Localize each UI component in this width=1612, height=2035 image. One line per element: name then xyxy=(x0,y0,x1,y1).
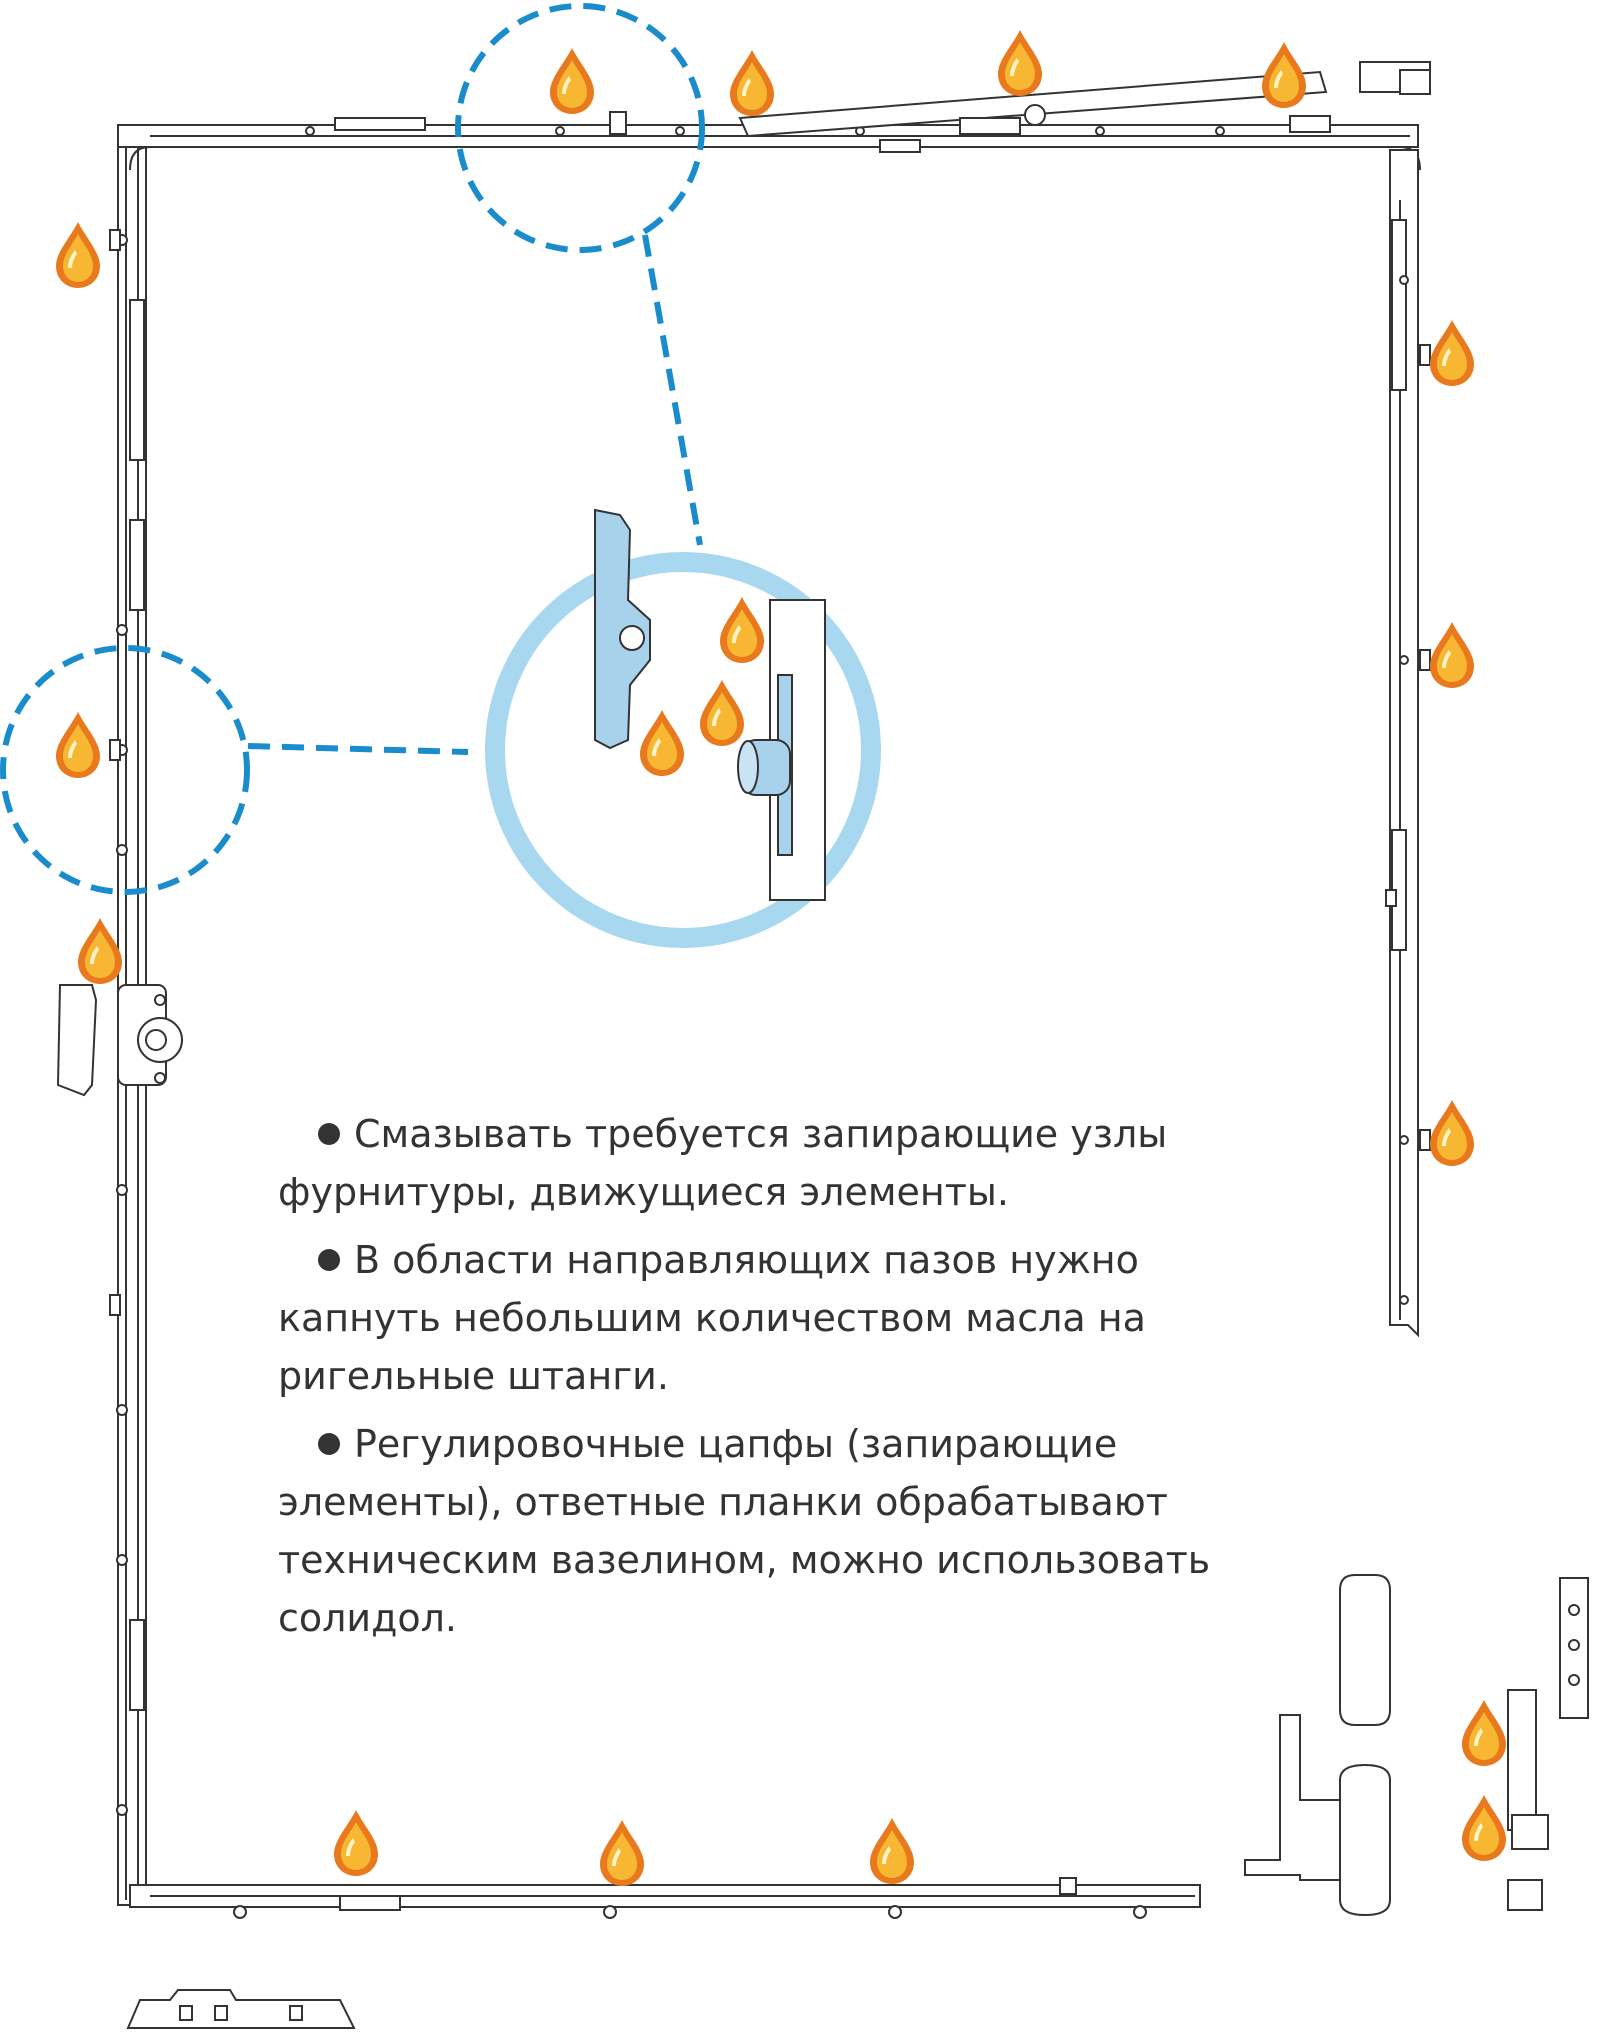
right-sash-profile xyxy=(1385,149,1431,1338)
lubrication-notes: Смазывать требуется запирающие узлы фурн… xyxy=(278,1105,1258,1657)
oil-drop-icon xyxy=(78,918,122,984)
bottom-left-keeper xyxy=(126,1989,356,2029)
oil-drop-icon xyxy=(56,222,100,288)
note-item: Смазывать требуется запирающие узлы фурн… xyxy=(278,1105,1258,1221)
note-text: В области направляющих пазов нужно капну… xyxy=(278,1238,1146,1398)
oil-drop-icon xyxy=(1430,622,1474,688)
note-text: Регулировочные цапфы (запирающие элемент… xyxy=(278,1422,1211,1640)
oil-drop-icon xyxy=(870,1818,914,1884)
zoom-detail xyxy=(485,508,881,948)
hinge-parts xyxy=(1244,1574,1589,1917)
oil-drop-icon xyxy=(730,50,774,116)
oil-drop-icon xyxy=(334,1810,378,1876)
oil-drop-icon xyxy=(1262,42,1306,108)
handle-gearbox xyxy=(56,984,183,1097)
bullet-icon xyxy=(318,1433,340,1455)
bullet-icon xyxy=(318,1249,340,1271)
callout-top xyxy=(455,3,705,546)
stay-arm xyxy=(738,61,1431,138)
bullet-icon xyxy=(318,1123,340,1145)
oil-drop-icon xyxy=(1462,1700,1506,1766)
oil-drop-icon xyxy=(1430,320,1474,386)
oil-drop-icon xyxy=(1430,1100,1474,1166)
bottom-sash-profile xyxy=(129,1877,1201,1919)
oil-drop-icon xyxy=(1462,1795,1506,1861)
note-item: Регулировочные цапфы (запирающие элемент… xyxy=(278,1415,1258,1647)
note-text: Смазывать требуется запирающие узлы фурн… xyxy=(278,1112,1168,1214)
callout-left xyxy=(0,645,469,895)
oil-drop-icon xyxy=(550,48,594,114)
note-item: В области направляющих пазов нужно капну… xyxy=(278,1231,1258,1405)
oil-drop-icon xyxy=(998,30,1042,96)
oil-drop-icon xyxy=(56,712,100,778)
oil-drop-icon xyxy=(600,1820,644,1886)
